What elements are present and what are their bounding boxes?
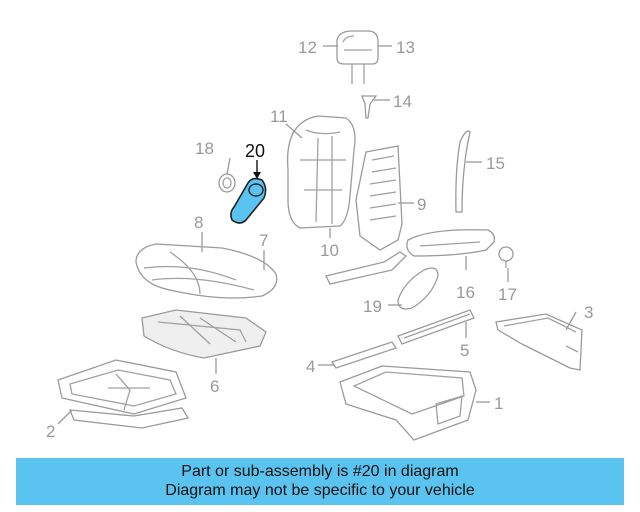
callout-9: 9 [417,195,426,214]
seat-cushion [135,243,278,299]
armrest [406,229,496,257]
callout-20: 20 [245,141,265,161]
callout-15: 15 [486,154,505,173]
callout-10: 10 [320,241,339,260]
callout-3: 3 [584,303,593,322]
tray-cover [495,313,583,371]
callout-8: 8 [194,213,203,232]
callout-4: 4 [306,357,315,376]
callout-labels: 12 13 14 11 18 20 15 9 8 7 10 16 17 19 3… [46,38,593,441]
part-18-knob [218,173,236,193]
part-17-knob [498,246,514,268]
caption-line-2: Diagram may not be specific to your vehi… [165,482,475,499]
headrest [336,30,379,84]
callout-19: 19 [363,297,382,316]
seat-base [57,359,190,429]
caption-banner: Part or sub-assembly is #20 in diagram D… [16,458,624,505]
seat-pan [141,309,267,359]
seat-back-frame [325,145,408,285]
callout-1: 1 [494,394,503,413]
callout-16: 16 [456,283,475,302]
leader-lines [57,45,577,425]
seat-parts-diagram: 12 13 14 11 18 20 15 9 8 7 10 16 17 19 3… [46,30,593,441]
callout-7: 7 [259,231,268,250]
leader-20-arrow [253,172,261,179]
seat-back-cover [286,115,356,229]
callout-11: 11 [270,107,288,126]
caption-line-1: Part or sub-assembly is #20 in diagram [181,463,459,480]
callout-2: 2 [46,422,55,441]
part-19-cover [397,267,439,310]
storage-tray [339,365,477,441]
callout-5: 5 [460,341,469,360]
side-trim [455,130,471,213]
callout-18: 18 [195,139,214,158]
headrest-guide [361,95,378,119]
callout-12: 12 [298,38,317,57]
seat-rails [330,309,475,369]
callout-6: 6 [210,377,219,396]
part-20-highlighted [230,177,267,224]
callout-17: 17 [498,285,517,304]
callout-14: 14 [393,92,412,111]
callout-13: 13 [396,38,415,57]
